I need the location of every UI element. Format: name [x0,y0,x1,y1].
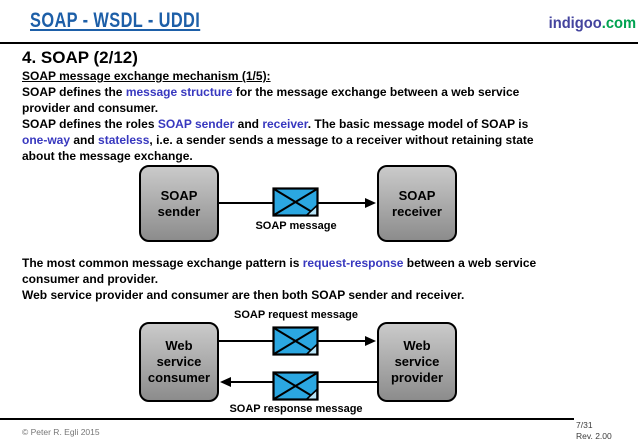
copyright-text: © Peter R. Egli 2015 [22,427,100,437]
soap-response-message-label: SOAP response message [229,403,363,415]
envelope-icon [272,371,319,401]
soap-message-label: SOAP message [255,220,337,232]
soap-sender-box: SOAP sender [139,165,219,242]
envelope-icon [272,326,319,356]
deck-title: SOAP - WSDL - UDDI [30,9,201,32]
soap-receiver-box: SOAP receiver [377,165,457,242]
arrowhead-right-icon [365,198,376,208]
brand-name: indigoo [548,15,602,32]
web-service-provider-box: Web service provider [377,322,457,402]
page-number: 7/31 [576,420,593,430]
envelope-icon [272,187,319,217]
paragraph-message-mechanism: SOAP defines the message structure for t… [22,85,534,163]
header-divider [0,42,638,44]
footer-divider [0,418,574,420]
paragraph-exchange-pattern: The most common message exchange pattern… [22,256,537,302]
brand-tld: .com [601,15,636,32]
page-info: 7/31 Rev. 2.00 [576,420,612,441]
section-heading: 4. SOAP (2/12) [22,48,138,67]
arrowhead-left-icon [220,377,231,387]
web-service-consumer-box: Web service consumer [139,322,219,402]
section-subheading: SOAP message exchange mechanism (1/5): [22,69,271,83]
soap-request-message-label: SOAP request message [234,309,358,321]
arrowhead-right-icon [365,336,376,346]
revision-label: Rev. 2.00 [576,430,612,441]
brand-logo: indigoo.com [548,15,636,33]
